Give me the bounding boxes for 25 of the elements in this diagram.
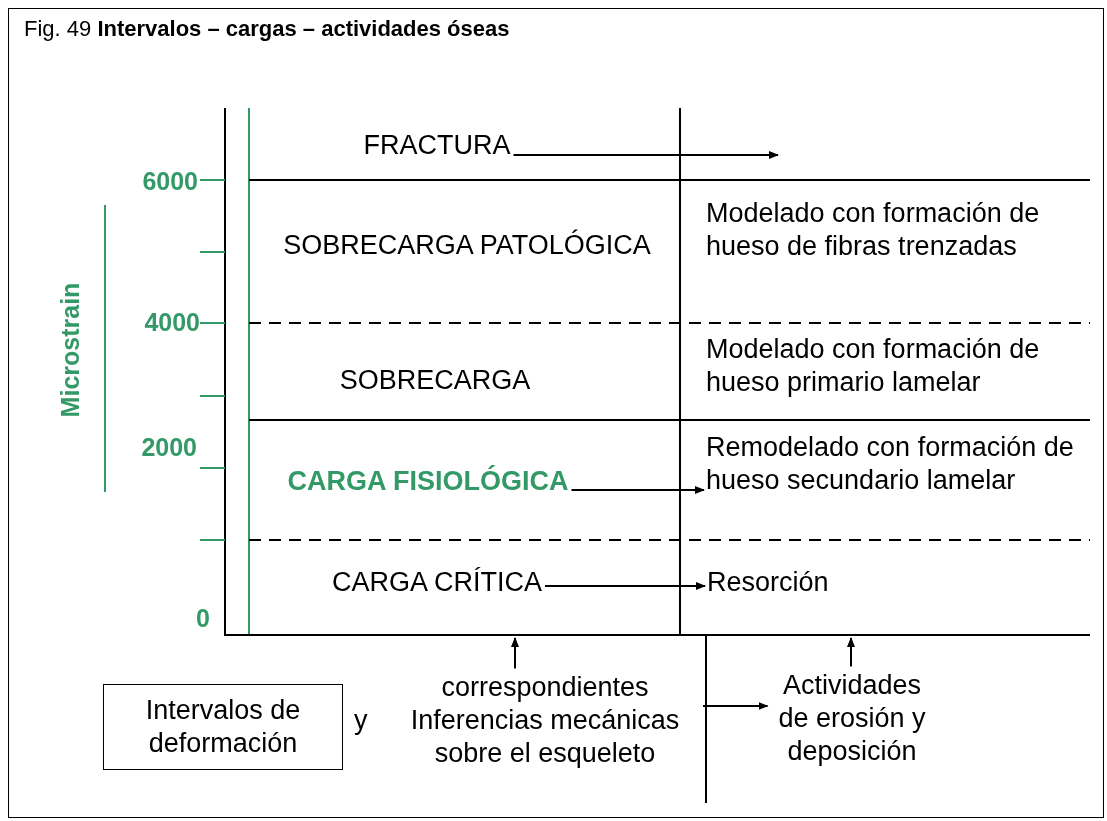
bone-activity-text: Remodelado con formación de hueso secundario lamelar (706, 431, 1096, 497)
connector-word: y (354, 704, 368, 737)
arrow (512, 151, 779, 159)
bone-activity-text: Modelado con formación de hueso primario lamelar (706, 333, 1096, 399)
arrow (511, 637, 519, 670)
category-text: Actividades de erosión y deposición (769, 668, 935, 768)
tick-label: 4000 (144, 307, 200, 338)
load-level-label: SOBRECARGA (339, 363, 531, 397)
load-level-label: CARGA CRÍTICA (332, 565, 542, 599)
arrow (702, 702, 769, 710)
bone-activity-text: Modelado con formación de hueso de fibras trenzadas (706, 197, 1096, 263)
figure-title: Fig. 49 Intervalos – cargas – actividades óseas (24, 16, 510, 42)
bone-activity-text: Resorción (707, 566, 829, 599)
load-level-label: SOBRECARGA PATOLÓGICA (283, 228, 651, 262)
tick-label: 0 (196, 603, 210, 634)
tick-label: 2000 (141, 432, 197, 463)
tick-label: 6000 (142, 166, 198, 197)
load-level-label: FRACTURA (363, 128, 511, 162)
arrow (544, 582, 706, 590)
arrow (847, 637, 855, 668)
axis-title: Microstrain (54, 282, 85, 418)
category-text: correspondientes Inferencias mecánicas sobre el esqueleto (390, 670, 700, 770)
arrow (570, 486, 705, 494)
load-level-label: CARGA FISIOLÓGICA (287, 464, 569, 498)
category-box: Intervalos de deformación (103, 684, 343, 770)
